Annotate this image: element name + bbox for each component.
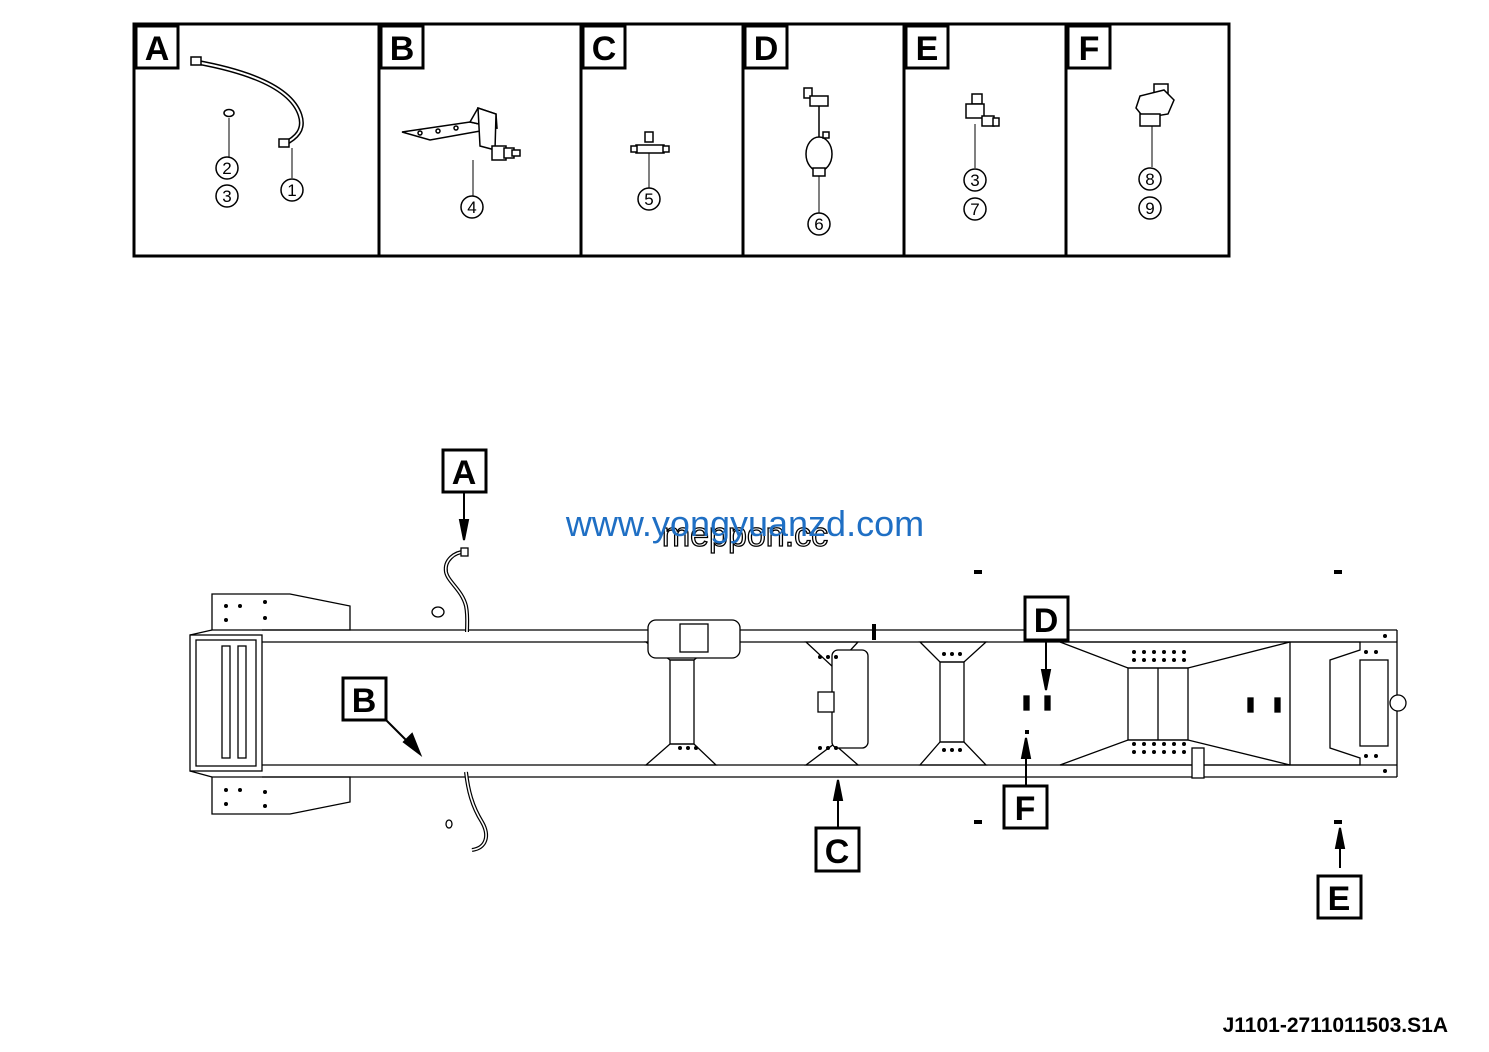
panel-d-letter: D xyxy=(743,24,789,70)
callout-6: 6 xyxy=(807,212,831,236)
chassis-hose-a xyxy=(431,547,489,852)
panel-f-letter: F xyxy=(1066,24,1112,70)
panel-d-clamp xyxy=(803,87,833,213)
panel-c-tee-fitting xyxy=(630,131,670,188)
svg-text:A: A xyxy=(452,454,477,492)
panel-e-elbow-fitting xyxy=(965,93,1000,168)
watermark-secondary: meppon.cc xyxy=(662,516,828,554)
svg-text:D: D xyxy=(1034,602,1059,640)
callout-8: 8 xyxy=(1138,167,1162,191)
svg-text:1: 1 xyxy=(287,181,296,200)
svg-text:E: E xyxy=(916,30,939,68)
watermark-primary: www.yongyuanzd.com xyxy=(565,503,924,544)
callout-3: 3 xyxy=(215,184,239,208)
panel-f-pressure-switch xyxy=(1135,83,1175,167)
svg-text:B: B xyxy=(390,30,415,68)
drawing-number: J1101-2711011503.S1A xyxy=(1223,1014,1448,1037)
svg-text:D: D xyxy=(754,30,779,68)
chassis-bolt-holes xyxy=(224,600,1387,808)
svg-text:8: 8 xyxy=(1145,170,1154,189)
svg-text:7: 7 xyxy=(970,200,979,219)
svg-text:3: 3 xyxy=(970,171,979,190)
chassis-label-d: D xyxy=(1023,595,1070,642)
leader-lines xyxy=(385,492,1346,868)
svg-text:E: E xyxy=(1328,880,1351,918)
panel-b-letter: B xyxy=(379,24,425,70)
panel-a-letter: A xyxy=(134,24,180,70)
chassis-markers xyxy=(872,570,1342,824)
callout-5: 5 xyxy=(637,187,661,211)
svg-text:4: 4 xyxy=(467,198,476,217)
chassis-label-f: F xyxy=(1002,784,1049,830)
svg-text:5: 5 xyxy=(644,190,653,209)
callout-4: 4 xyxy=(460,195,484,219)
svg-text:9: 9 xyxy=(1145,199,1154,218)
svg-text:C: C xyxy=(592,30,617,68)
svg-text:A: A xyxy=(145,30,170,68)
svg-text:2: 2 xyxy=(222,159,231,178)
chassis-label-a: A xyxy=(441,448,488,494)
chassis-label-e: E xyxy=(1316,874,1363,920)
chassis-label-c: C xyxy=(814,826,861,873)
callout-9: 9 xyxy=(1138,196,1162,220)
svg-text:C: C xyxy=(825,833,850,871)
panel-e-letter: E xyxy=(904,24,950,70)
panel-c-letter: C xyxy=(581,24,627,70)
callout-2: 2 xyxy=(215,156,239,180)
callout-1: 1 xyxy=(280,178,304,202)
callout-7: 7 xyxy=(963,197,987,221)
svg-text:3: 3 xyxy=(222,187,231,206)
svg-text:F: F xyxy=(1015,790,1036,828)
panel-b-bracket xyxy=(401,106,521,196)
legend-strip xyxy=(132,22,1231,258)
svg-text:6: 6 xyxy=(814,215,823,234)
panel-a-hose xyxy=(190,56,304,178)
chassis-label-b: B xyxy=(341,676,388,722)
callout-3-e: 3 xyxy=(963,168,987,192)
svg-text:B: B xyxy=(352,682,377,720)
chassis-frame xyxy=(189,593,1407,815)
svg-text:F: F xyxy=(1079,30,1100,68)
